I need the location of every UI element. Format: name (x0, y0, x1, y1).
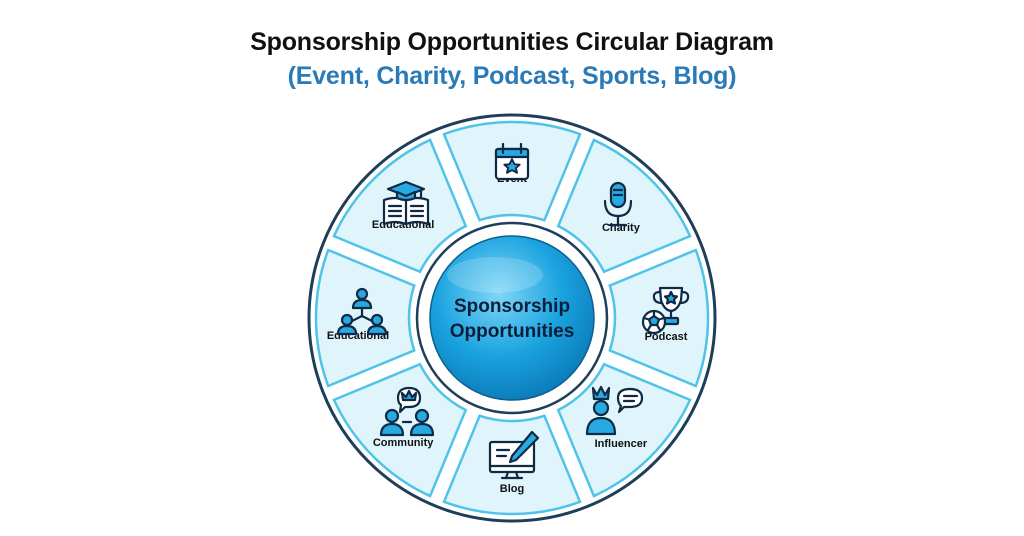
network-people-icon (336, 287, 388, 336)
crowned-person-chat-icon (585, 385, 644, 436)
segment-charity-1 (556, 138, 692, 274)
diagram-title: Sponsorship Opportunities Circular Diagr… (250, 28, 774, 56)
segment-label: Blog (500, 483, 524, 495)
segment-influencer-3 (556, 362, 692, 498)
hub-highlight (447, 257, 543, 293)
segment-label: Influencer (595, 438, 648, 450)
people-chat-icon (379, 386, 435, 437)
trophy-ball-icon (641, 286, 690, 335)
monitor-pen-icon (488, 430, 540, 480)
center-title-line1: Sponsorship (454, 296, 570, 317)
book-graduation-cap-icon (382, 180, 430, 226)
diagram-subtitle: (Event, Charity, Podcast, Sports, Blog) (287, 62, 737, 90)
segment-label: Community (373, 437, 434, 449)
microphone-icon (603, 181, 633, 227)
center-hub (429, 235, 595, 401)
calendar-star-icon (494, 142, 530, 181)
center-title-line2: Opportunities (450, 321, 575, 342)
